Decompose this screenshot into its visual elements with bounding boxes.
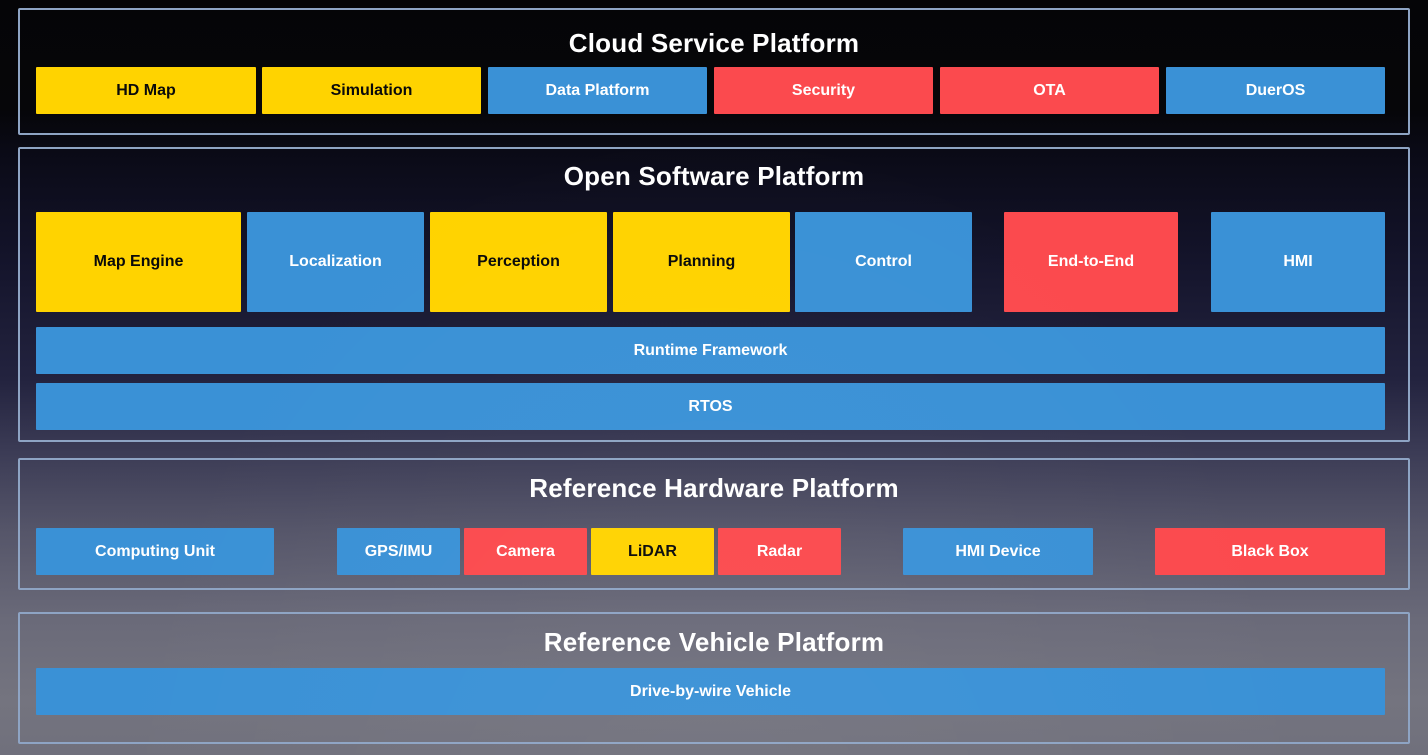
block-label: Map Engine [93, 253, 184, 271]
block-localization[interactable]: Localization [247, 212, 424, 312]
block-label: GPS/IMU [364, 542, 433, 560]
block-computing-unit[interactable]: Computing Unit [36, 528, 274, 575]
block-label: RTOS [688, 397, 733, 415]
block-label: Simulation [330, 81, 413, 99]
panel-title-reference-vehicle-platform: Reference Vehicle Platform [543, 627, 885, 657]
block-label: HMI Device [955, 542, 1041, 560]
block-label: Computing Unit [95, 542, 215, 560]
block-label: Runtime Framework [633, 341, 788, 359]
block-label: Black Box [1231, 542, 1309, 560]
block-label: Perception [477, 253, 560, 271]
block-radar[interactable]: Radar [718, 528, 841, 575]
block-end-to-end[interactable]: End-to-End [1004, 212, 1178, 312]
block-runtime-framework[interactable]: Runtime Framework [36, 327, 1385, 374]
block-label: Drive-by-wire Vehicle [630, 682, 791, 700]
block-label: Security [791, 81, 856, 99]
block-dueros[interactable]: DuerOS [1166, 67, 1385, 114]
block-label: Data Platform [545, 81, 650, 99]
panel-reference-vehicle-platform: Reference Vehicle Platform [18, 612, 1410, 744]
block-gps-imu[interactable]: GPS/IMU [337, 528, 460, 575]
panel-open-software-platform: Open Software Platform [18, 147, 1410, 442]
block-label: HD Map [116, 81, 176, 99]
block-label: Radar [756, 542, 803, 560]
panel-title-reference-hardware-platform: Reference Hardware Platform [529, 473, 899, 503]
block-ota[interactable]: OTA [940, 67, 1159, 114]
block-label: Camera [496, 542, 555, 560]
block-label: Control [855, 253, 912, 271]
block-perception[interactable]: Perception [430, 212, 607, 312]
block-rtos[interactable]: RTOS [36, 383, 1385, 430]
block-simulation[interactable]: Simulation [262, 67, 481, 114]
block-lidar[interactable]: LiDAR [591, 528, 714, 575]
panel-title-open-software-platform: Open Software Platform [563, 161, 865, 191]
block-security[interactable]: Security [714, 67, 933, 114]
block-label: LiDAR [628, 542, 677, 560]
panel-cloud-service-platform: Cloud Service Platform [18, 8, 1410, 135]
block-black-box[interactable]: Black Box [1155, 528, 1385, 575]
block-label: OTA [1033, 81, 1066, 99]
block-hd-map[interactable]: HD Map [36, 67, 256, 114]
block-label: HMI [1283, 253, 1313, 271]
block-map-engine[interactable]: Map Engine [36, 212, 241, 312]
block-hmi-device[interactable]: HMI Device [903, 528, 1093, 575]
block-planning[interactable]: Planning [613, 212, 790, 312]
block-label: Planning [667, 253, 736, 271]
panel-reference-hardware-platform: Reference Hardware Platform [18, 458, 1410, 590]
block-control[interactable]: Control [795, 212, 972, 312]
block-label: DuerOS [1245, 81, 1306, 99]
block-data-platform[interactable]: Data Platform [488, 67, 707, 114]
block-drive-by-wire-vehicle[interactable]: Drive-by-wire Vehicle [36, 668, 1385, 715]
block-hmi[interactable]: HMI [1211, 212, 1385, 312]
block-label: End-to-End [1047, 253, 1135, 271]
panel-title-cloud-service-platform: Cloud Service Platform [568, 28, 860, 58]
block-label: Localization [289, 253, 382, 271]
block-camera[interactable]: Camera [464, 528, 587, 575]
